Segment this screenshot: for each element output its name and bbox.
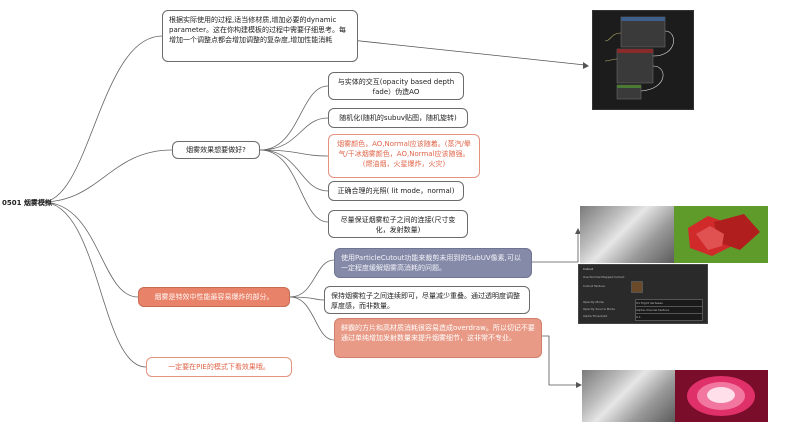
cutout-texture-swatch — [631, 281, 643, 293]
smoke-item-randomize[interactable]: 随机化(随机的subuv贴图，随机旋转) — [328, 108, 468, 128]
cutout-properties-panel: Cutout Use Normal Mapped Cutout Cutout T… — [578, 264, 708, 324]
branch-pie-note[interactable]: 一定要在PIE的模式下看效果哦。 — [146, 357, 292, 377]
top-note[interactable]: 根据实际使用的过程,适当修材质,增加必要的dynamic parameter。这… — [162, 10, 358, 62]
props-row-opacity-source: Opacity Source Mode — [583, 307, 615, 311]
smoke-item-connection[interactable]: 尽量保证烟雾粒子之间的连接(尺寸变化，发射数量) — [328, 210, 468, 238]
smoke-item-interaction[interactable]: 与实体的交互(opacity based depth fade）伪造AO — [328, 72, 464, 100]
props-row-opacity-mode: Opacity Mode — [583, 300, 604, 304]
smoke-item-lighting[interactable]: 正确合理的光照( lit mode，normal) — [328, 181, 464, 201]
overdraw-heatmap-preview — [675, 370, 768, 422]
branch-perf[interactable]: 烟雾是特效中性能最容易爆炸的部分。 — [138, 287, 290, 307]
props-row-cutout-texture: Cutout Texture — [583, 284, 606, 288]
props-row-use-normal: Use Normal Mapped Cutout — [583, 275, 625, 279]
props-row-alpha-threshold: Alpha Threshold — [583, 314, 608, 318]
props-value-alpha-threshold[interactable]: 0.1 — [635, 313, 703, 321]
perf-item-continuity[interactable]: 保持烟雾粒子之间连续即可，尽量减少重叠。通过透明度调整厚度感，而非数量。 — [324, 286, 530, 314]
branch-smoke-quality[interactable]: 烟雾效果想要做好? — [172, 141, 260, 159]
perf-item-overdraw[interactable]: 鲜霸的方片和高材质消耗很容易造成overdraw。所以切记不要通过单纯增加发射数… — [334, 318, 542, 358]
smoke-cloud-preview — [582, 370, 675, 422]
material-node-graph-image — [592, 10, 694, 110]
smoke-render-preview — [580, 206, 674, 263]
smoke-item-color-ao[interactable]: 烟雾颜色，AO,Normal应该随着。(蒸汽/晕气/干冰烟雾颜色，AO,Norm… — [328, 134, 480, 178]
cutout-comparison-image — [580, 206, 768, 263]
props-title: Cutout — [583, 267, 594, 271]
perf-item-cutout[interactable]: 使用ParticleCutout功能来裁剪未用到的SubUV像素,可以一定程度缓… — [334, 248, 532, 278]
overdraw-comparison-image — [582, 370, 768, 422]
root-node[interactable]: 0501 烟雾模拟 — [2, 199, 52, 207]
cutout-overlay-preview — [674, 206, 768, 263]
